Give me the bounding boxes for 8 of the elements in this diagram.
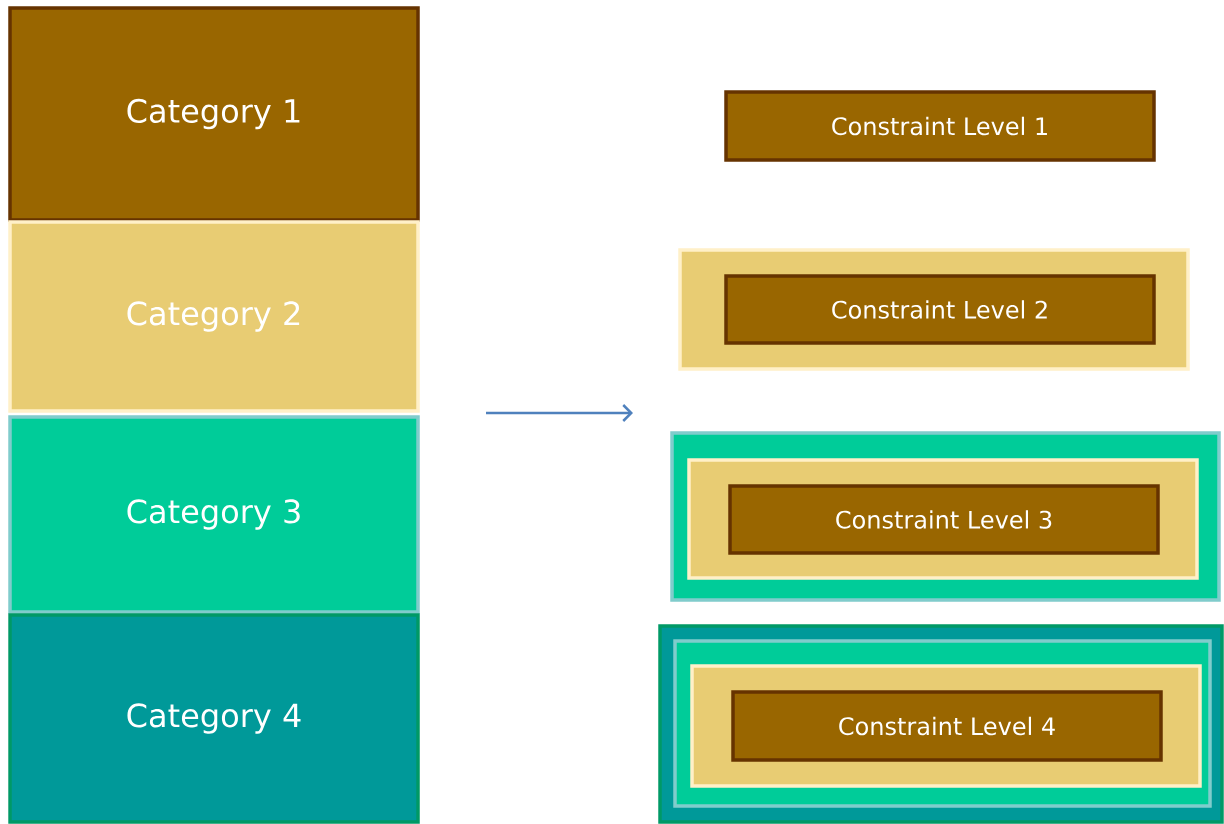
category-box: Category 4 (8, 613, 420, 824)
constraint-box: Constraint Level 1 (724, 90, 1156, 162)
constraint-box: Constraint Level 3 (728, 484, 1160, 555)
category-box: Category 1 (8, 6, 420, 222)
constraint-box: Constraint Level 2 (724, 274, 1156, 345)
constraint-box: Constraint Level 4 (731, 690, 1163, 762)
category-box: Category 3 (8, 415, 420, 614)
category-box: Category 2 (8, 220, 420, 413)
